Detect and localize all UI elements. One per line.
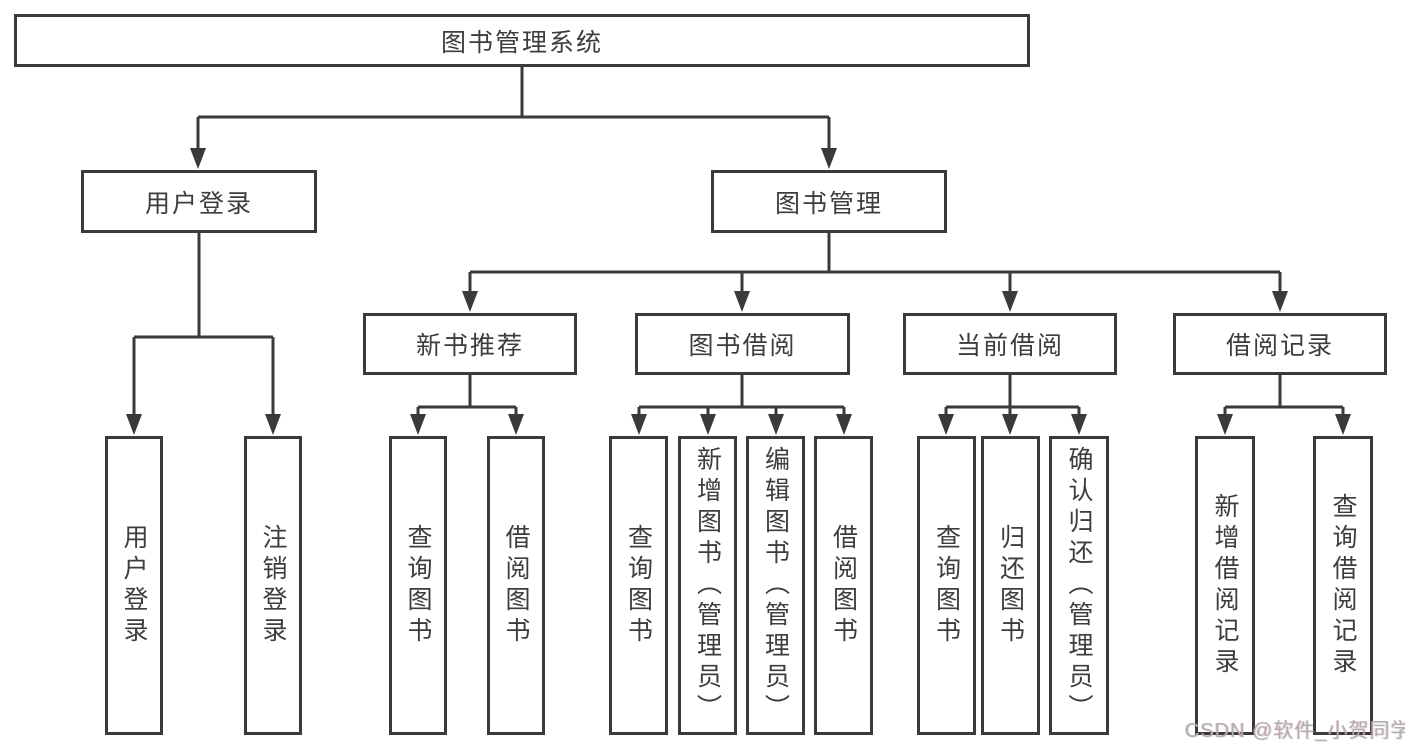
connector-root-to-level2	[190, 67, 837, 169]
node-query-books-recommend: 查询图书	[389, 436, 447, 735]
connector-borrow-records-to-leaves	[1217, 375, 1351, 435]
node-user-login: 用户登录	[81, 170, 317, 233]
connector-book-borrow-to-leaves	[631, 375, 852, 435]
node-root: 图书管理系统	[14, 14, 1030, 67]
node-confirm-return-admin: 确认归还（管理员）	[1049, 436, 1109, 735]
node-borrow-records: 借阅记录	[1173, 313, 1387, 375]
connector-new-book-to-leaves	[410, 375, 524, 435]
connector-current-borrow-to-leaves	[938, 375, 1087, 435]
node-query-books-current: 查询图书	[917, 436, 976, 735]
watermark: CSDN @软件_小贺同学	[1185, 720, 1405, 742]
node-query-books-borrow: 查询图书	[609, 436, 668, 735]
connector-book-management-to-level3	[462, 233, 1288, 312]
node-add-borrow-record: 新增借阅记录	[1195, 436, 1255, 735]
node-current-borrow: 当前借阅	[903, 313, 1117, 375]
node-add-book-admin: 新增图书（管理员）	[678, 436, 737, 735]
node-book-management: 图书管理	[711, 170, 947, 233]
node-query-borrow-record: 查询借阅记录	[1313, 436, 1373, 735]
node-borrow-books-recommend: 借阅图书	[487, 436, 545, 735]
node-user-login-leaf: 用户登录	[105, 436, 163, 735]
node-borrow-books-leaf: 借阅图书	[814, 436, 873, 735]
node-new-book-recommend: 新书推荐	[363, 313, 577, 375]
node-logout: 注销登录	[244, 436, 302, 735]
connector-user-login-to-leaves	[126, 233, 281, 435]
node-return-book: 归还图书	[981, 436, 1040, 735]
node-edit-book-admin: 编辑图书（管理员）	[746, 436, 805, 735]
node-book-borrow: 图书借阅	[635, 313, 850, 375]
